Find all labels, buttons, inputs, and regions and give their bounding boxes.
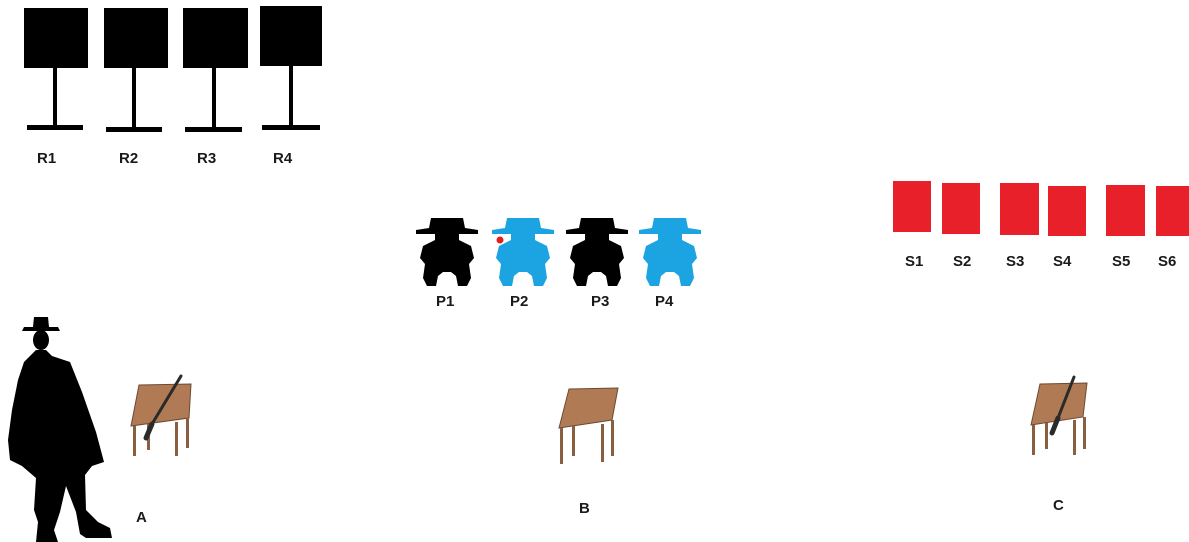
shotgun-target-label: S2 [953,253,971,270]
rifle-targets: R1 R2 R3 R4 [24,6,322,167]
shotgun-target-label: S1 [905,253,923,270]
rifle-target [104,8,168,132]
rifle-target [183,8,248,132]
table-icon [131,384,191,456]
pistol-target [492,218,554,286]
pistol-target-label: P2 [510,293,528,310]
shotgun-target [893,181,931,232]
pistol-target-label: P3 [591,293,609,310]
rifle-target [24,8,88,130]
rifle-target-label: R1 [37,150,56,167]
cowboy-silhouette-icon [8,317,112,542]
rifle-target-label: R2 [119,150,138,167]
shotgun-target-label: S3 [1006,253,1024,270]
shotgun-target [1000,183,1039,235]
shotgun-target [1106,185,1145,236]
table-b: B [559,388,618,517]
shotgun-target-label: S4 [1053,253,1072,270]
pistol-target-label: P1 [436,293,454,310]
station-label: C [1053,497,1064,514]
hit-marker [497,237,504,244]
station-label: B [579,500,590,517]
shotgun-target [1156,186,1189,236]
shotgun-target [1048,186,1086,236]
shotgun-target-label: S5 [1112,253,1130,270]
table-icon [559,388,618,464]
pistol-targets: P1 P2 P3 P4 [416,218,701,310]
station-label: A [136,509,147,526]
table-c: C [1031,377,1087,514]
rifle-target-label: R4 [273,150,293,167]
table-a: A [131,376,191,526]
pistol-target [416,218,478,286]
shotgun-targets [893,181,1189,236]
shotgun-target-label: S6 [1158,253,1176,270]
pistol-target [566,218,628,286]
shotgun-target-labels: S1 S2 S3 S4 S5 S6 [905,253,1176,270]
pistol-target [639,218,701,286]
rifle-target [260,6,322,130]
pistol-target-label: P4 [655,293,674,310]
rifle-target-label: R3 [197,150,216,167]
shotgun-target [942,183,980,234]
